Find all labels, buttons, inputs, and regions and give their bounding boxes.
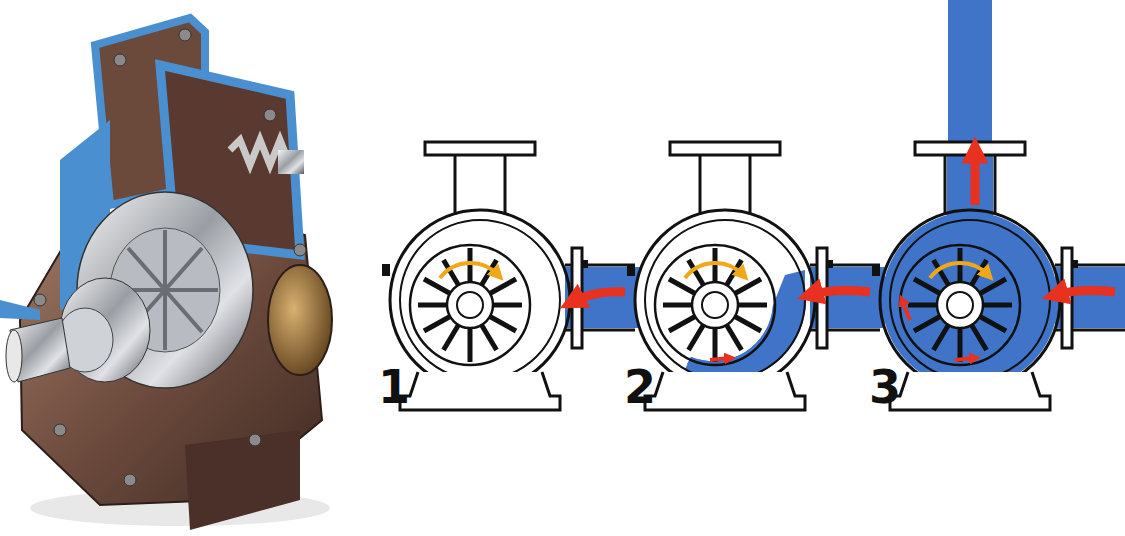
stage-number: 1 [378, 364, 410, 410]
stage-three-diagram [872, 0, 1125, 410]
cutaway-render [0, 18, 332, 530]
stage-two-diagram [627, 142, 885, 410]
stage-number: 3 [869, 364, 901, 410]
stage-number: 2 [624, 364, 656, 410]
stage-one-diagram [382, 142, 640, 410]
